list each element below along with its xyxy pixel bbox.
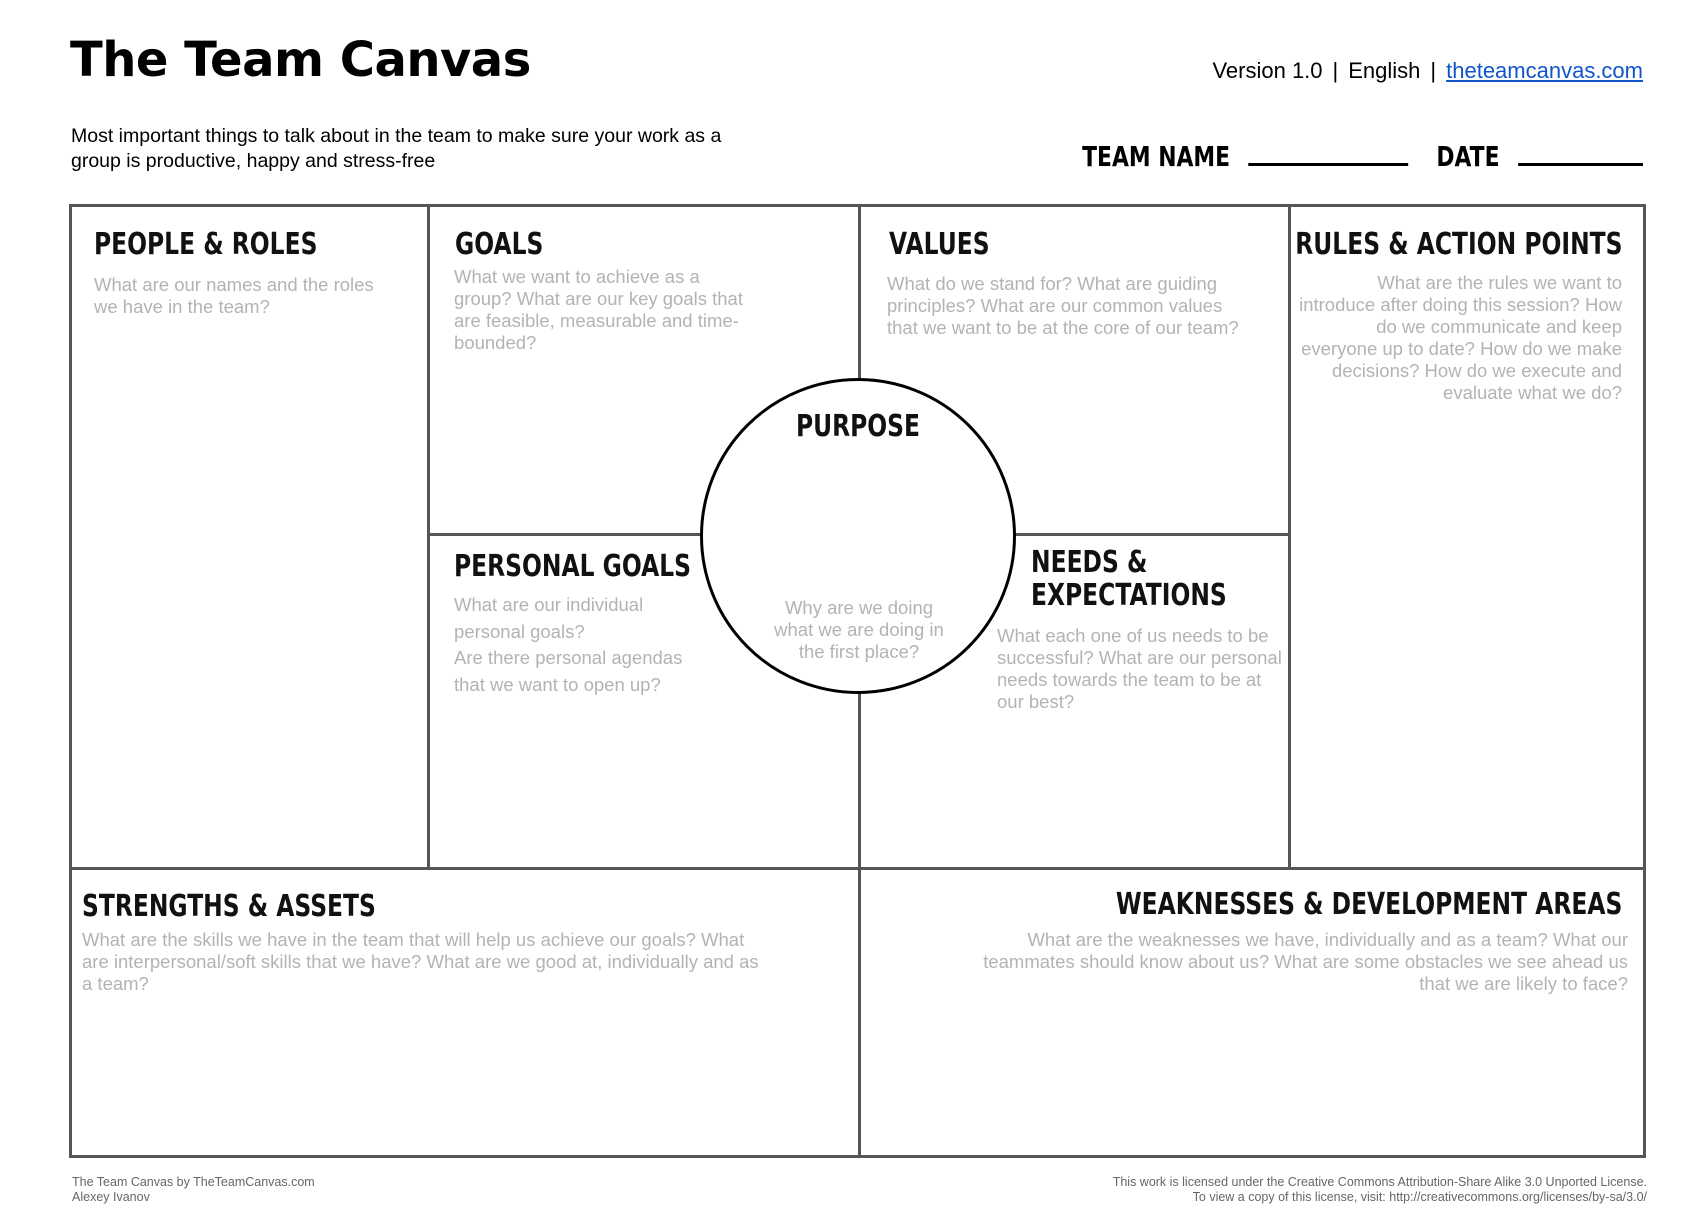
purpose-circle[interactable]: [700, 378, 1016, 694]
footer-license: This work is licensed under the Creative…: [1113, 1175, 1647, 1205]
page-title: The Team Canvas: [70, 32, 531, 88]
section-hint-goals[interactable]: What we want to achieve as a group? What…: [454, 266, 743, 353]
divider: [427, 205, 430, 869]
subtitle-line: group is productive, happy and stress-fr…: [71, 150, 436, 172]
section-hint-values[interactable]: What do we stand for? What are guiding p…: [887, 273, 1239, 338]
separator: |: [1430, 58, 1437, 83]
version-info: Version 1.0 | English | theteamcanvas.com: [1212, 58, 1643, 84]
section-title-purpose: PURPOSE: [795, 409, 921, 444]
divider: [1288, 205, 1291, 869]
team-name-label: TEAM NAME: [1082, 140, 1231, 173]
section-title-personal-goals: PERSONAL GOALS: [454, 549, 691, 584]
credit-text: The Team Canvas by TheTeamCanvas.com: [72, 1175, 315, 1189]
section-title-rules: RULES & ACTION POINTS: [1294, 227, 1622, 262]
title-line: EXPECTATIONS: [1031, 578, 1227, 613]
team-name-field[interactable]: [1248, 137, 1409, 166]
section-title-values: VALUES: [889, 227, 990, 262]
hint-line: Are there personal agendas: [454, 647, 683, 668]
subtitle-line: Most important things to talk about in t…: [71, 125, 722, 147]
separator: |: [1332, 58, 1339, 83]
section-title-strengths: STRENGTHS & ASSETS: [82, 889, 376, 924]
hint-line: What are our individual: [454, 594, 644, 615]
section-hint-people-roles[interactable]: What are our names and the roles we have…: [94, 274, 374, 317]
date-label: DATE: [1436, 140, 1500, 173]
license-text: This work is licensed under the Creative…: [1112, 1175, 1647, 1189]
section-hint-personal-goals[interactable]: What are our individual personal goals? …: [454, 592, 694, 698]
section-hint-needs[interactable]: What each one of us needs to be successf…: [997, 625, 1282, 712]
footer-credit: The Team Canvas by TheTeamCanvas.com Ale…: [72, 1175, 315, 1205]
version-label: Version 1.0: [1212, 58, 1323, 83]
divider: [70, 867, 1645, 870]
section-title-weaknesses: WEAKNESSES & DEVELOPMENT AREAS: [1115, 887, 1622, 922]
date-field[interactable]: [1518, 137, 1643, 166]
section-title-people-roles: PEOPLE & ROLES: [94, 227, 318, 262]
language-label: English: [1348, 58, 1421, 83]
author-text: Alexey Ivanov: [72, 1190, 150, 1204]
website-link[interactable]: theteamcanvas.com: [1446, 58, 1643, 83]
section-hint-strengths[interactable]: What are the skills we have in the team …: [82, 929, 759, 994]
section-hint-rules[interactable]: What are the rules we want to introduce …: [1299, 272, 1622, 403]
hint-line: that we want to open up?: [454, 673, 661, 695]
license-link-text[interactable]: To view a copy of this license, visit: h…: [1192, 1190, 1647, 1204]
section-hint-weaknesses[interactable]: What are the weaknesses we have, individ…: [983, 929, 1628, 994]
title-line: NEEDS &: [1031, 545, 1148, 580]
section-hint-purpose[interactable]: Why are we doing what we are doing in th…: [774, 597, 944, 662]
team-fields: TEAM NAME DATE: [1082, 137, 1643, 173]
section-title-goals: GOALS: [455, 227, 544, 262]
canvas-frame: [69, 204, 1646, 1158]
hint-line: personal goals?: [454, 620, 585, 642]
section-title-needs: NEEDS & EXPECTATIONS: [1031, 546, 1227, 612]
subtitle: Most important things to talk about in t…: [71, 124, 811, 174]
